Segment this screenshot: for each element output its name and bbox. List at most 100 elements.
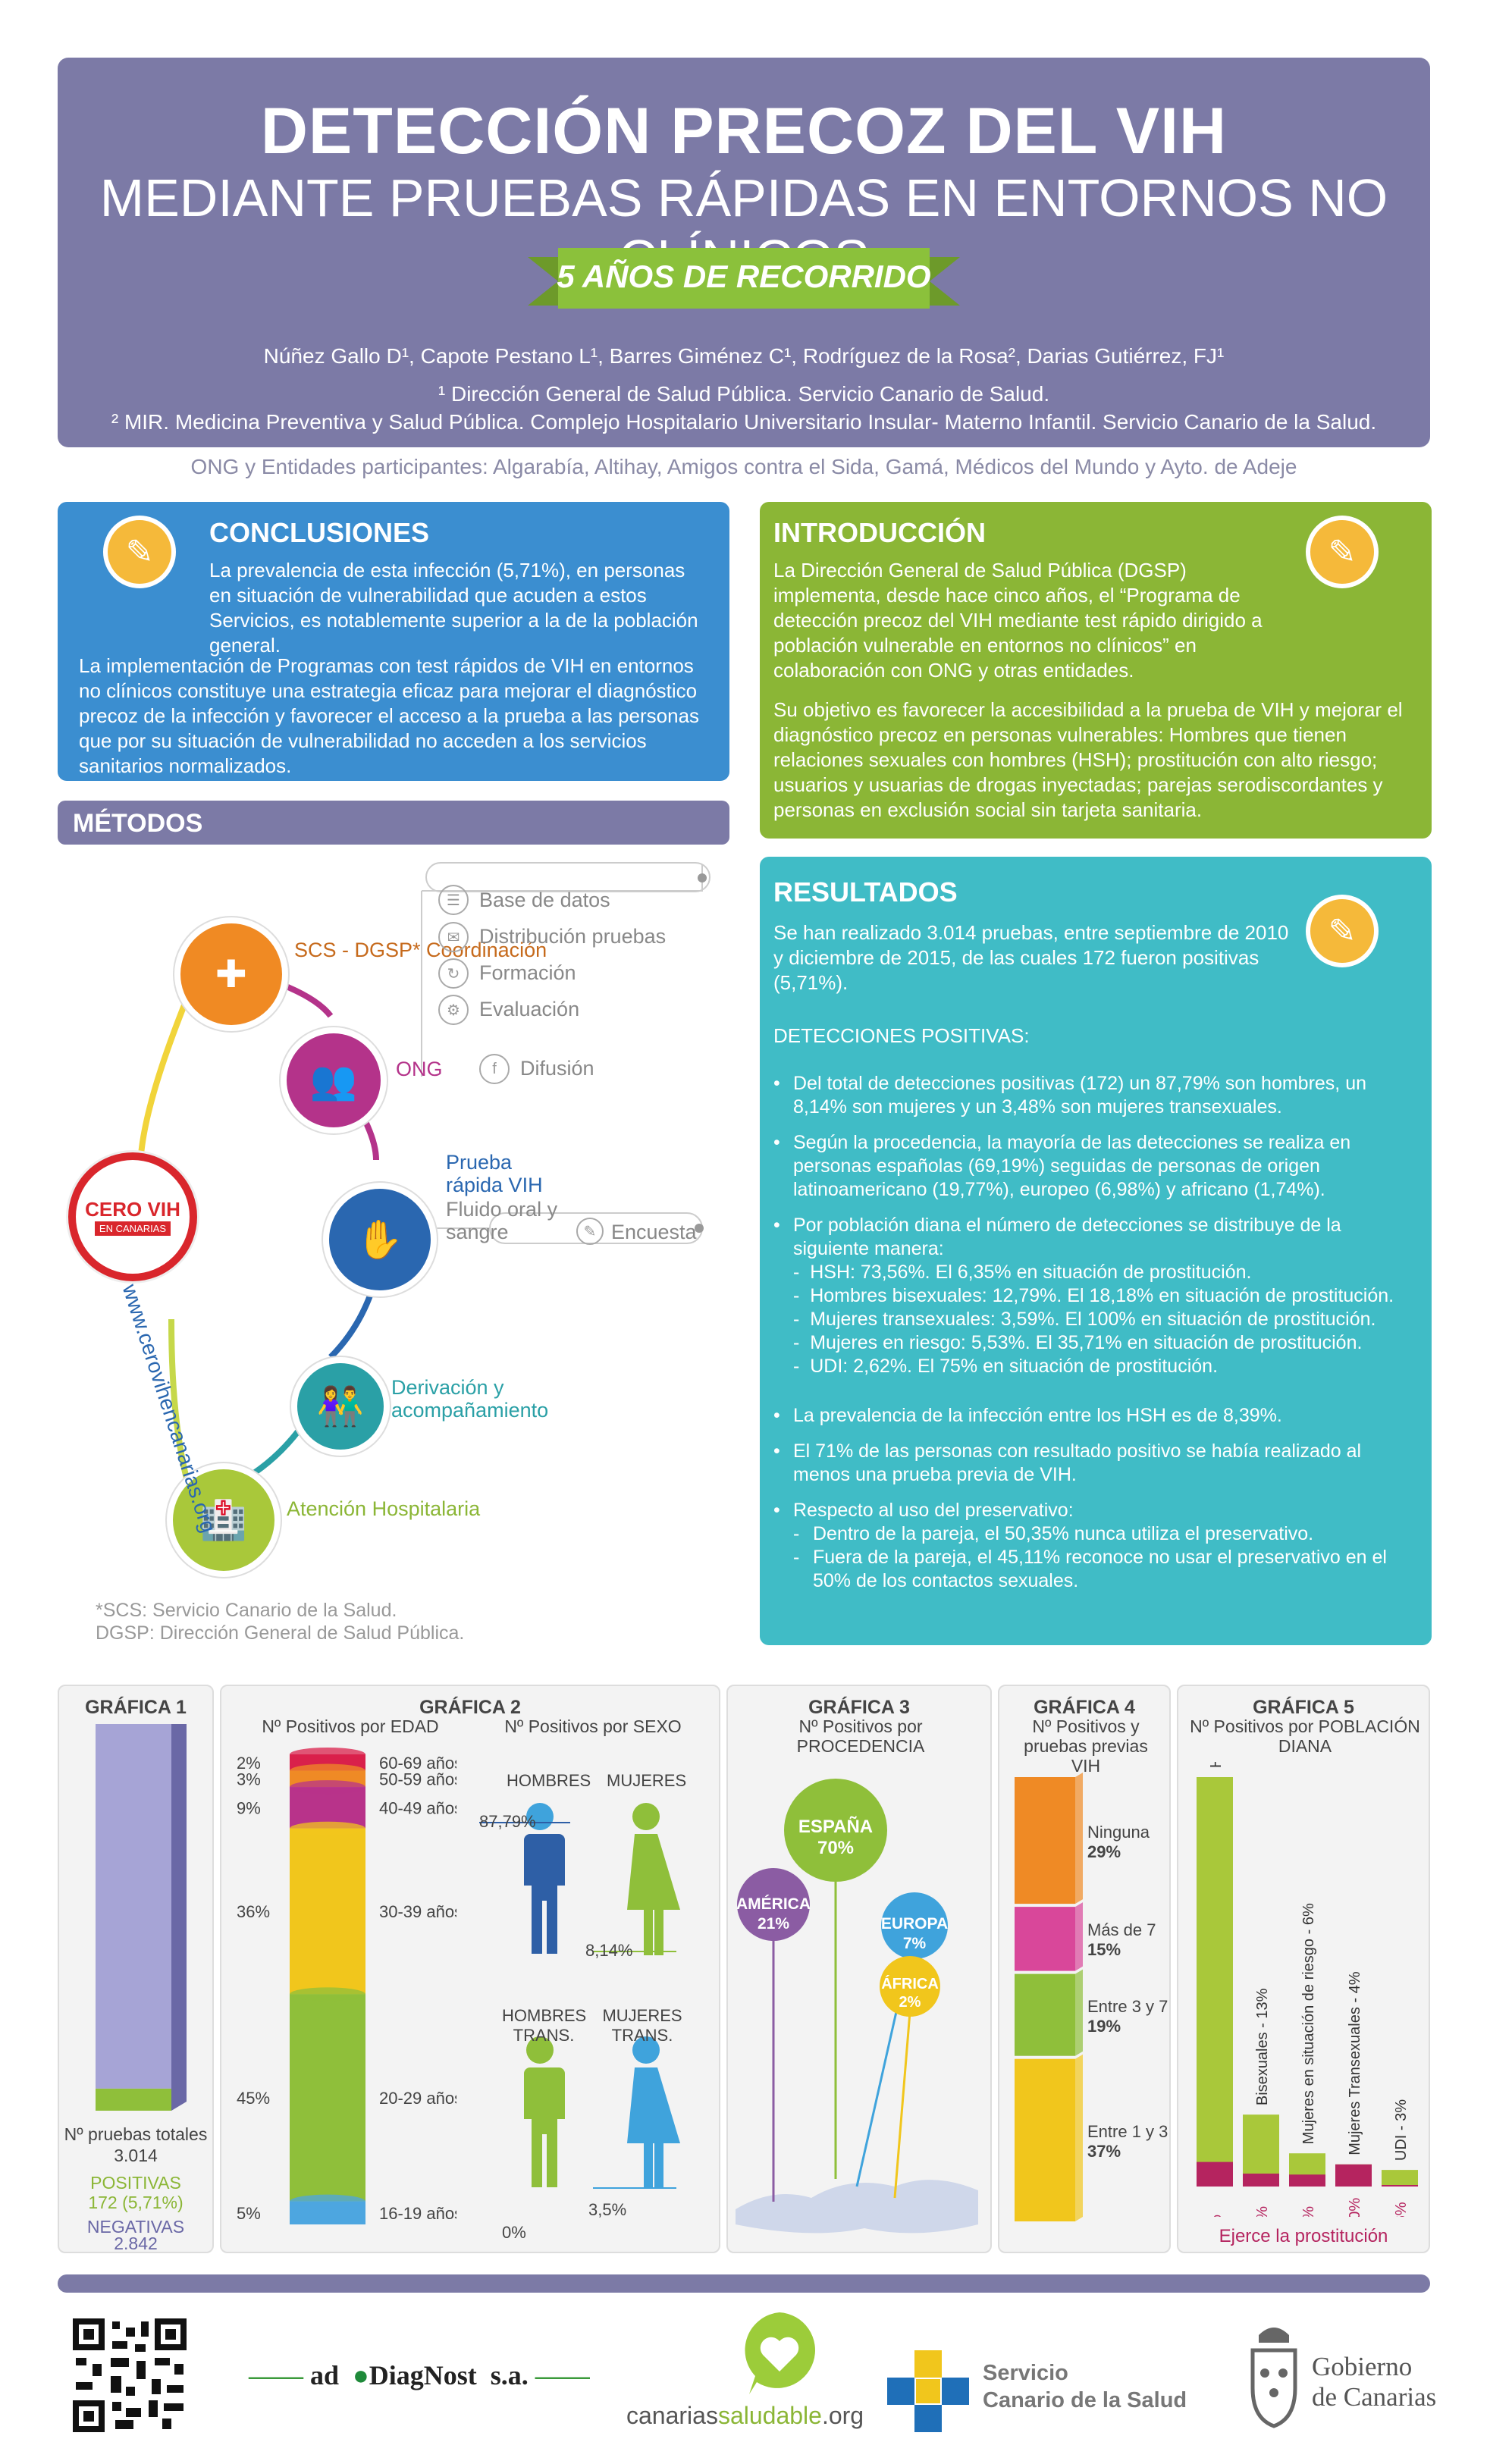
chart-1-total-label: Nº pruebas totales [64, 2124, 208, 2144]
sub-item: - Mujeres transexuales: 3,59%. El 100% e… [793, 1309, 1376, 1330]
introduccion-p2: Su objetivo es favorecer la accesibilida… [773, 698, 1403, 821]
population-category-label: Mujeres en situación de riesgo - 6% [1300, 1903, 1317, 2144]
africa-pin [893, 2011, 911, 2199]
cero-vih-logo: CERO VIH EN CANARIAS [68, 1152, 197, 1281]
bullet-4: •La prevalencia de la infección entre lo… [773, 1405, 1282, 1426]
chart-3-subtitle: Nº Positivos por PROCEDENCIA [796, 1716, 925, 1756]
america-value: 21% [757, 1915, 790, 1933]
age-segment [290, 1780, 365, 1829]
bullet-5: •El 71% de las personas con resultado po… [773, 1440, 1362, 1485]
prueba-label: Prueba rápida VIH [446, 1151, 543, 1196]
chart-3-title: GRÁFICA 3 [808, 1697, 910, 1718]
qr-code-icon[interactable] [73, 2318, 187, 2432]
chart-5-subtitle: Nº Positivos por POBLACIÓN DIANA [1190, 1716, 1420, 1756]
document-edit-icon: ✎ [103, 516, 176, 588]
hospital-icon: 🏥 [199, 1498, 248, 1541]
prev-test-segment [1015, 1973, 1075, 2056]
conclusiones-p2: La implementación de Programas con test … [79, 654, 700, 777]
document-edit-icon: ✎ [1306, 516, 1379, 588]
test-hand-icon: ✋ [356, 1218, 404, 1261]
ribbon-label: 5 AÑOS DE RECORRIDO [557, 259, 931, 294]
hospital-node: 🏥 [167, 1463, 281, 1577]
derivacion-node: 👫 [291, 1357, 390, 1456]
bullet-6-sublist: -Dentro de la pareja, el 50,35% nunca ut… [773, 1522, 1414, 1593]
age-segment-cap [290, 2194, 365, 2209]
age-category-label: 16-19 años [379, 2204, 456, 2223]
logo-text-2: EN CANARIAS [94, 1221, 171, 1236]
age-category-label: 50-59 años [379, 1770, 456, 1788]
population-category-label: UDI - 3% [1393, 2099, 1410, 2161]
affiliation-1: ¹ Dirección General de Salud Pública. Se… [438, 382, 1050, 406]
america-label: AMÉRICA [736, 1895, 811, 1913]
chart-2-subtitle-sexo: Nº Positivos por SEXO [504, 1716, 682, 1736]
population-bar [1289, 2153, 1325, 2187]
scs-logo-line1: Servicio [983, 2361, 1068, 2385]
bullet-3-sublist: - HSH: 73,56%. El 6,35% en situación de … [773, 1261, 1414, 1378]
espana-bubble [784, 1779, 887, 1882]
population-bar-total [1382, 2170, 1418, 2187]
bullet-1: •Del total de detecciones positivas (172… [773, 1073, 1367, 1118]
chart-2-title: GRÁFICA 2 [419, 1697, 521, 1718]
population-bar [1335, 2164, 1372, 2187]
list-base-datos: Base de datos [479, 889, 610, 911]
gobierno-line1: Gobierno [1312, 2352, 1413, 2381]
chart-1-title: GRÁFICA 1 [85, 1697, 187, 1718]
population-bar-prostitucion [1382, 2185, 1418, 2187]
sexo-mujeres-value: 8,14% [585, 1941, 633, 1960]
resultados-title: RESULTADOS [773, 876, 958, 908]
sub-item: -Fuera de la pareja, el 45,11% reconoce … [793, 1547, 1387, 1591]
list-distribucion: Distribución pruebas [479, 925, 667, 948]
prueba-sub: Fluido oral y sangre [446, 1198, 558, 1243]
metodos-title: MÉTODOS [73, 809, 203, 838]
sexo-htrans-value: 0% [502, 2223, 526, 2242]
age-category-label: 60-69 años [379, 1754, 456, 1773]
metodos-header: MÉTODOS [58, 801, 729, 845]
bullet-3: •Por población diana el número de detecc… [773, 1215, 1341, 1259]
sexo-hombres-value: 87,79% [479, 1812, 536, 1831]
america-bubble [737, 1868, 810, 1941]
age-segment [290, 1821, 365, 1995]
population-bar [1197, 1777, 1233, 2187]
authors: Núñez Gallo D¹, Capote Pestano L¹, Barre… [263, 344, 1225, 368]
age-segment-cap [290, 1987, 365, 2002]
facebook-icon: f [479, 1054, 510, 1084]
footer-bar [58, 2274, 1430, 2293]
chart-1: GRÁFICA 1 Nº pruebas totales 3.014 POSIT… [58, 1685, 214, 2253]
encuesta-label: Encuesta [611, 1221, 697, 1243]
population-bar-prostitucion [1335, 2164, 1372, 2187]
population-bar-prostitucion [1289, 2174, 1325, 2187]
chart-1-neg-label: NEGATIVAS [86, 2217, 185, 2237]
introduccion-panel: INTRODUCCIÓN ✎ La Dirección General de S… [760, 502, 1432, 839]
age-value-label: 9% [237, 1798, 261, 1817]
chart-1-pos-label: POSITIVAS [90, 2173, 181, 2193]
footnote-dgsp: DGSP: Dirección General de Salud Pública… [96, 1622, 465, 1644]
heart-speech-icon [745, 2312, 815, 2394]
age-category-label: 40-49 años [379, 1798, 456, 1817]
population-bar-prostitucion [1197, 2161, 1233, 2187]
age-value-label: 5% [237, 2204, 261, 2223]
chart-2: GRÁFICA 2 Nº Positivos por EDAD Nº Posit… [220, 1685, 720, 2253]
rapid-test-node: ✋ [323, 1183, 437, 1296]
chart-5-footer: Ejerce la prostitución [1219, 2226, 1388, 2246]
canarias-saludable-text: canariassaludable.org [626, 2402, 864, 2429]
coat-of-arms-icon [1250, 2328, 1297, 2428]
age-value-label: 3% [237, 1770, 261, 1788]
sexo-mtrans-value: 3,5% [588, 2200, 627, 2219]
chart-2-subtitle-edad: Nº Positivos por EDAD [262, 1716, 439, 1736]
ong-node: 👥 [281, 1027, 387, 1133]
chart-4: GRÁFICA 4 Nº Positivos y pruebas previas… [998, 1685, 1171, 2253]
chart-5: GRÁFICA 5 Nº Positivos por POBLACIÓN DIA… [1177, 1685, 1430, 2253]
prev-test-segment [1015, 1907, 1075, 1971]
logo-text-1: CERO VIH [85, 1198, 180, 1221]
africa-bubble [880, 1956, 940, 2017]
chart-4-subtitle: Nº Positivos y pruebas previas VIH [1024, 1716, 1148, 1776]
age-segment [290, 1987, 365, 2202]
age-segment [290, 2194, 365, 2224]
list-formacion: Formación [479, 961, 576, 984]
